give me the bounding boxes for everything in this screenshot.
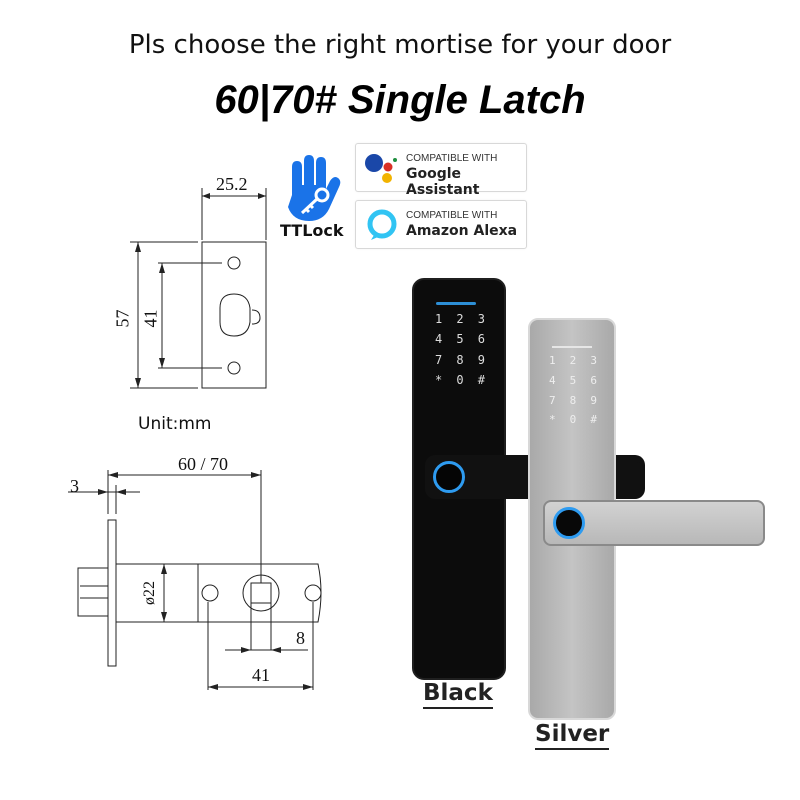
key-9[interactable]: 9 [477, 352, 485, 367]
ttlock-label: TTLock [280, 221, 344, 240]
status-light [436, 302, 476, 305]
amazon-alexa-badge: COMPATIBLE WITH Amazon Alexa [355, 200, 527, 249]
status-light [552, 346, 592, 348]
badge-name: Amazon Alexa [406, 223, 518, 239]
key-1[interactable]: 1 [435, 312, 443, 326]
faceplate-drawing [130, 188, 267, 389]
faceplate-thickness-dimension: 3 [70, 476, 79, 496]
key-3[interactable]: 3 [590, 354, 597, 367]
ttlock-logo: TTLock [280, 155, 350, 245]
google-assistant-badge: COMPATIBLE WITH Google Assistant [355, 143, 527, 198]
badge-caption: COMPATIBLE WITH [406, 153, 498, 164]
alexa-icon [367, 209, 397, 240]
key-2[interactable]: 2 [456, 312, 464, 326]
fingerprint-sensor-icon [553, 507, 585, 539]
key-0[interactable]: 0 [456, 372, 464, 387]
faceplate-diagram: 25.2 57 41 [100, 160, 300, 400]
key-4[interactable]: 4 [549, 373, 556, 387]
fingerprint-sensor-icon [433, 461, 465, 493]
key-7[interactable]: 7 [435, 352, 443, 367]
key-star[interactable]: * [435, 372, 443, 387]
black-handle-end [616, 462, 644, 496]
unit-label: Unit:mm [138, 414, 212, 434]
hole-spacing-dimension: 41 [140, 309, 161, 328]
key-4[interactable]: 4 [435, 332, 443, 347]
width-dimension: 25.2 [216, 174, 248, 194]
key-8[interactable]: 8 [569, 393, 577, 407]
spindle-dimension: 8 [296, 628, 305, 648]
key-3[interactable]: 3 [477, 312, 485, 326]
color-label-silver: Silver [535, 721, 610, 750]
latch-diagram: 3 60 / 70 ø22 8 41 [50, 440, 350, 700]
key-2[interactable]: 2 [569, 354, 577, 367]
backset-dimension: 60 / 70 [178, 454, 229, 474]
color-label-black: Black [423, 680, 493, 709]
badge-name: Google Assistant [406, 166, 480, 198]
diameter-dimension: ø22 [141, 581, 158, 605]
key-9[interactable]: 9 [590, 393, 597, 407]
key-7[interactable]: 7 [549, 393, 556, 407]
google-assistant-icon [365, 154, 397, 183]
subtitle: Pls choose the right mortise for your do… [128, 30, 672, 60]
badge-caption: COMPATIBLE WITH [406, 210, 498, 221]
key-star[interactable]: * [549, 413, 556, 427]
key-6[interactable]: 6 [477, 332, 485, 347]
height-dimension: 57 [112, 309, 133, 328]
key-hash[interactable]: # [477, 372, 485, 387]
keypad: 1 2 3 4 5 6 7 8 9 * 0 # [542, 354, 604, 430]
hole-spacing-dimension: 41 [252, 665, 270, 685]
hand-key-icon [288, 155, 341, 221]
key-5[interactable]: 5 [569, 373, 577, 387]
key-hash[interactable]: # [590, 413, 597, 427]
keypad: 1 2 3 4 5 6 7 8 9 * 0 # [428, 312, 492, 390]
silver-lock-handle [543, 500, 765, 546]
key-0[interactable]: 0 [569, 413, 577, 427]
latch-drawing [68, 470, 322, 690]
key-1[interactable]: 1 [549, 354, 556, 367]
key-5[interactable]: 5 [456, 332, 464, 347]
key-8[interactable]: 8 [456, 352, 464, 367]
key-6[interactable]: 6 [590, 373, 597, 387]
page-title: 60|70# Single Latch [214, 78, 586, 122]
